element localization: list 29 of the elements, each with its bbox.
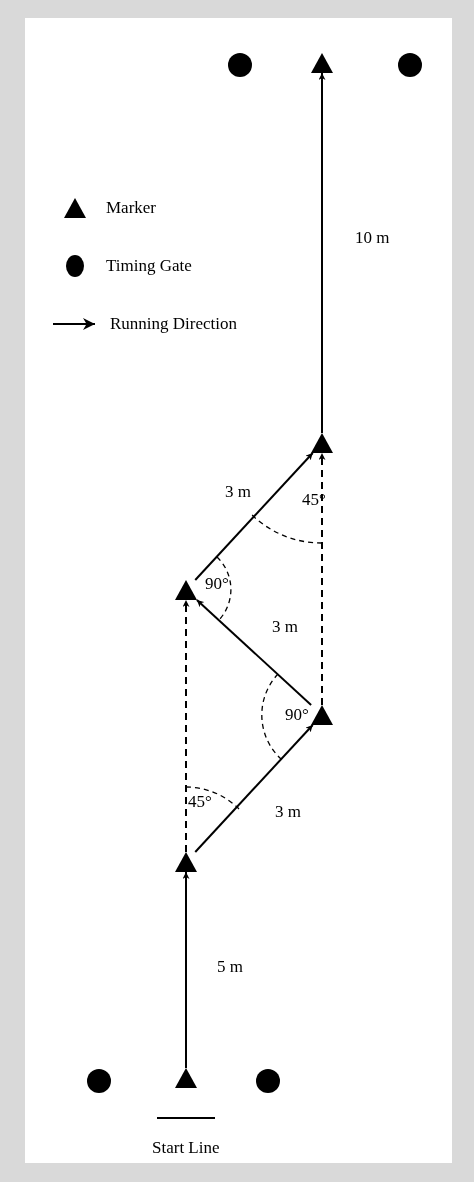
cone-marker (311, 433, 333, 453)
cone-marker (175, 580, 197, 600)
angle-label: 90° (205, 575, 229, 592)
cone-marker (175, 1068, 197, 1088)
dashed-arrow (182, 599, 190, 853)
angle-label: 90° (285, 706, 309, 723)
start-line-label: Start Line (152, 1139, 220, 1156)
distance-label: 10 m (355, 229, 390, 246)
timing-gate (398, 53, 422, 77)
timing-gate (256, 1069, 280, 1093)
timing-gate (228, 53, 252, 77)
arrow (318, 72, 326, 434)
legend-label: Timing Gate (106, 257, 192, 274)
angle-label: 45° (188, 793, 212, 810)
arrow (182, 871, 190, 1069)
arrow (194, 452, 314, 581)
distance-label: 3 m (272, 618, 298, 635)
distance-label: 3 m (275, 803, 301, 820)
dashed-arrow (318, 452, 326, 706)
cone-marker (311, 705, 333, 725)
cone-marker (175, 852, 197, 872)
legend-label: Running Direction (110, 315, 237, 332)
legend-label: Marker (106, 199, 157, 216)
arrow (195, 599, 313, 706)
timing-gate (87, 1069, 111, 1093)
cone-marker (311, 53, 333, 73)
arrow (194, 724, 314, 853)
distance-label: 3 m (225, 483, 251, 500)
distance-label: 5 m (217, 958, 243, 975)
